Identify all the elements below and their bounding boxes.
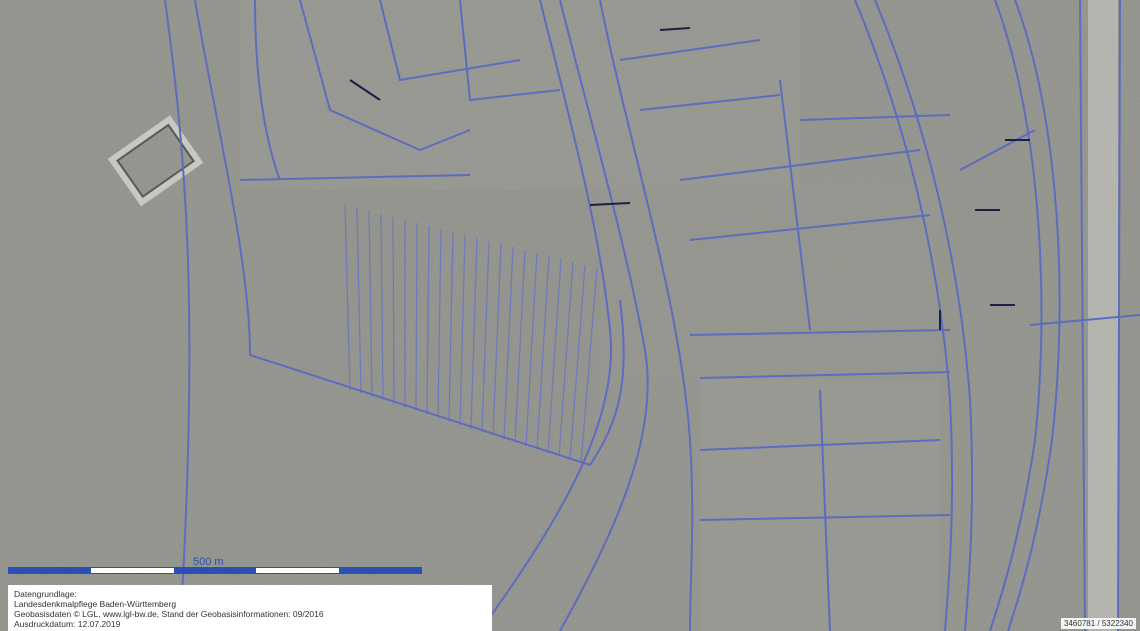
scale-segment bbox=[9, 568, 92, 573]
road-network bbox=[164, 0, 1140, 631]
field-stripe bbox=[514, 249, 526, 443]
industrial-area bbox=[600, 180, 940, 380]
coordinate-readout: 3460781 / 5322340 bbox=[1061, 618, 1136, 629]
highway-strip bbox=[1088, 0, 1118, 631]
legend-line: Geobasisdaten © LGL, www.lgl-bw.de, Stan… bbox=[14, 609, 324, 619]
scale-segment bbox=[256, 568, 338, 573]
legend-line: Landesdenkmalpflege Baden-Württemberg bbox=[14, 599, 177, 609]
field-stripe bbox=[380, 213, 384, 401]
field-stripe bbox=[470, 237, 478, 429]
scale-segment bbox=[91, 568, 173, 573]
field-stripe bbox=[448, 231, 454, 422]
field-stripe bbox=[344, 204, 351, 391]
field-stripe bbox=[481, 240, 490, 433]
field-stripe bbox=[356, 207, 362, 394]
field-stripe bbox=[426, 225, 430, 415]
scale-label: 500 m bbox=[193, 556, 224, 568]
field-stripe bbox=[492, 243, 502, 436]
field-stripe bbox=[503, 246, 514, 440]
field-stripe bbox=[580, 267, 598, 464]
field-stripe bbox=[437, 228, 442, 419]
field-stripe bbox=[415, 222, 418, 412]
field-stripe bbox=[547, 258, 562, 454]
field-stripe bbox=[368, 210, 373, 398]
field-stripe bbox=[569, 264, 586, 461]
legend-line: Ausdruckdatum: 12.07.2019 bbox=[14, 619, 121, 629]
scale-bar: 500 m bbox=[8, 556, 424, 576]
field-stripe bbox=[459, 234, 466, 426]
industrial-area-south bbox=[700, 380, 940, 631]
field-stripe bbox=[392, 216, 395, 405]
scale-segment bbox=[338, 568, 422, 573]
dark-road-marks bbox=[349, 27, 1030, 330]
field-stripe bbox=[525, 252, 538, 447]
field-stripe bbox=[558, 261, 574, 457]
scale-segment bbox=[173, 568, 257, 573]
field-stripe bbox=[536, 255, 550, 450]
legend-line: Datengrundlage: bbox=[14, 589, 77, 599]
scale-bar-segments bbox=[8, 567, 422, 574]
field-stripes bbox=[344, 204, 598, 464]
data-source-legend: Datengrundlage: Landesdenkmalpflege Bade… bbox=[8, 585, 492, 631]
